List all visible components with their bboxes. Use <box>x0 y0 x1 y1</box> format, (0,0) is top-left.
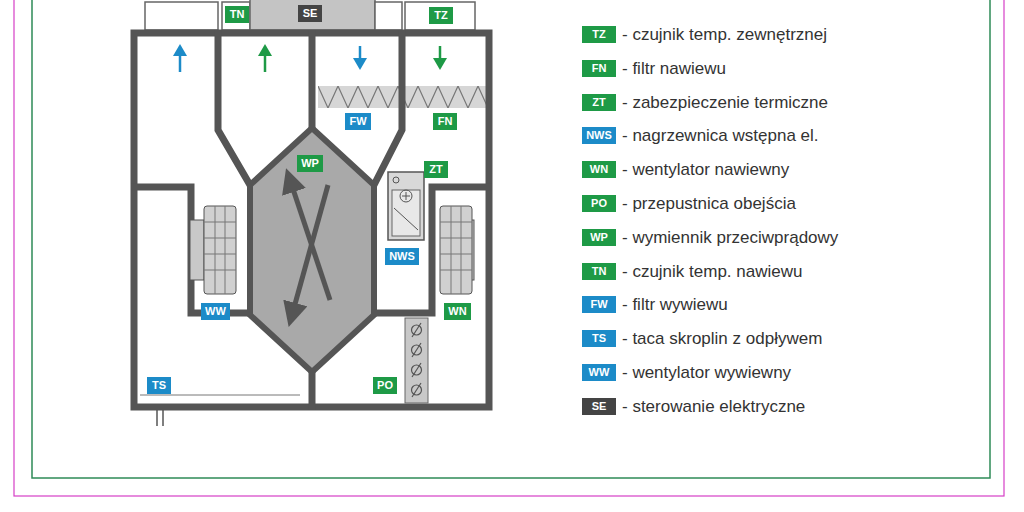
legend-code: FN <box>592 62 607 74</box>
legend-row: NWS - nagrzewnica wstępna el. <box>582 127 838 161</box>
tag-code: ZT <box>429 163 442 175</box>
legend-code: WW <box>589 366 610 378</box>
component-tag: TS <box>147 377 171 394</box>
component-tag: WN <box>444 303 471 320</box>
tag-code: SE <box>303 7 318 19</box>
tag-code: TS <box>152 379 166 391</box>
legend-swatch: TZ <box>582 26 616 43</box>
legend-swatch: TN <box>582 263 616 280</box>
tag-code: PO <box>377 379 393 391</box>
duct-openings <box>145 0 475 30</box>
legend-text: - taca skroplin z odpływem <box>622 329 822 348</box>
legend-row: WW - wentylator wywiewny <box>582 364 838 398</box>
legend-text: - wymiennik przeciwprądowy <box>622 228 838 247</box>
legend-row: TN - czujnik temp. nawiewu <box>582 263 838 297</box>
legend-row: SE - sterowanie elektryczne <box>582 398 838 432</box>
legend-text: - nagrzewnica wstępna el. <box>622 126 819 145</box>
inner-frame <box>32 0 990 478</box>
legend-code: TS <box>592 332 606 344</box>
legend-row: FN - filtr nawiewu <box>582 60 838 94</box>
airflow-arrows <box>173 44 447 72</box>
drain-pipe <box>140 395 300 426</box>
outer-frame <box>14 0 1004 496</box>
legend-code: PO <box>591 197 607 209</box>
legend-row: TZ - czujnik temp. zewnętrznej <box>582 26 838 60</box>
legend-swatch: WP <box>582 229 616 246</box>
component-tag: TZ <box>429 7 453 24</box>
legend-text: - sterowanie elektryczne <box>622 397 805 416</box>
legend-text: - czujnik temp. zewnętrznej <box>622 25 827 44</box>
housing-walls <box>131 30 492 410</box>
legend-text: - zabezpieczenie termiczne <box>622 93 828 112</box>
component-tag: WP <box>297 155 323 172</box>
legend-swatch: FW <box>582 296 616 313</box>
legend-code: WN <box>590 163 608 175</box>
tag-code: FN <box>438 115 453 127</box>
component-tag: FW <box>345 113 371 130</box>
legend-text: - wentylator wywiewny <box>622 363 791 382</box>
legend-swatch: SE <box>582 398 616 415</box>
exhaust-fan <box>190 206 236 294</box>
component-tag: SE <box>298 5 322 22</box>
component-tag: WW <box>201 303 230 320</box>
tag-code: WN <box>448 305 466 317</box>
legend-row: WP - wymiennik przeciwprądowy <box>582 229 838 263</box>
legend-swatch: WN <box>582 161 616 178</box>
legend-text: - czujnik temp. nawiewu <box>622 262 802 281</box>
tag-code: NWS <box>389 250 415 262</box>
flow-arrow <box>292 185 328 315</box>
legend-row: WN - wentylator nawiewny <box>582 161 838 195</box>
tag-code: WP <box>301 157 319 169</box>
legend-text: - przepustnica obejścia <box>622 194 796 213</box>
legend-code: FW <box>590 298 607 310</box>
legend-code: ZT <box>592 96 605 108</box>
legend-swatch: FN <box>582 60 616 77</box>
legend-code: NWS <box>586 129 612 141</box>
legend-row: TS - taca skroplin z odpływem <box>582 330 838 364</box>
bypass-damper <box>405 318 428 403</box>
component-tag: PO <box>373 377 397 394</box>
component-tag: NWS <box>385 248 419 265</box>
legend-swatch: ZT <box>582 94 616 111</box>
legend-code: SE <box>592 400 607 412</box>
legend-swatch: NWS <box>582 127 616 144</box>
heater-symbol <box>388 172 424 240</box>
legend-row: ZT - zabezpieczenie termiczne <box>582 94 838 128</box>
legend-row: FW - filtr wywiewu <box>582 296 838 330</box>
legend-text: - filtr nawiewu <box>622 59 726 78</box>
component-tag: FN <box>433 113 457 130</box>
tag-code: TN <box>230 8 245 20</box>
legend-swatch: WW <box>582 364 616 381</box>
supply-fan <box>440 206 474 294</box>
legend-swatch: TS <box>582 330 616 347</box>
tag-code: FW <box>349 115 366 127</box>
component-tag: ZT <box>424 161 448 178</box>
legend-text: - filtr wywiewu <box>622 295 728 314</box>
legend-code: TN <box>592 265 607 277</box>
legend-code: WP <box>590 231 608 243</box>
legend-code: TZ <box>592 28 605 40</box>
legend-text: - wentylator nawiewny <box>622 160 789 179</box>
component-tag: TN <box>225 6 249 23</box>
exchanger-body <box>250 128 374 372</box>
legend-swatch: PO <box>582 195 616 212</box>
legend-row: PO - przepustnica obejścia <box>582 195 838 229</box>
tag-code: TZ <box>434 9 447 21</box>
tag-code: WW <box>205 305 226 317</box>
